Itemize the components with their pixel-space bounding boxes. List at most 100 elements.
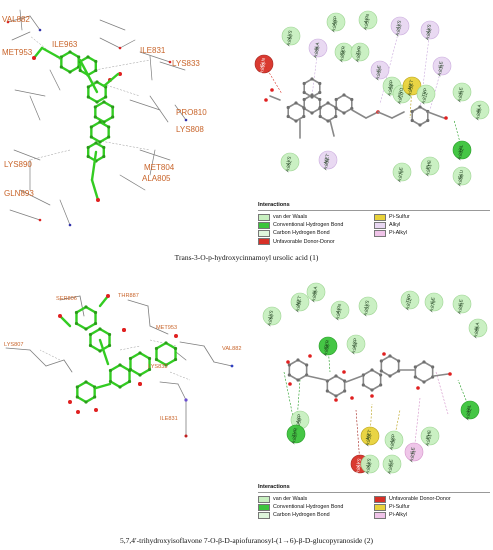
panel2-caption: 5,7,4′-trihydroxyisoflavone 7-O-β-D-apio…: [120, 536, 373, 545]
residue-label: ASP: [331, 16, 338, 26]
residue-tag: MET953: [156, 325, 177, 331]
residue-label: ALA: [313, 41, 320, 52]
residue-label: ILE: [375, 65, 382, 73]
legend-swatch: [258, 503, 270, 511]
residue-tag: LYS833: [172, 59, 200, 68]
residue-label: A:953: [407, 83, 415, 96]
residue-label: ILE: [409, 447, 416, 455]
residue-label: A:963: [375, 67, 383, 80]
residue-tag: MET804: [144, 163, 175, 172]
residue-label: A:961: [425, 163, 433, 176]
residue-tag: PRO810: [176, 108, 207, 117]
residue-label: SER: [323, 339, 330, 350]
residue-label: PHE: [425, 429, 432, 439]
residue-label: A:804: [295, 299, 303, 312]
residue-label: LYS: [363, 300, 370, 309]
legend-item-unfavorable: Unfavorable Donor-Donor: [374, 495, 490, 503]
legend-label: Unfavorable Donor-Donor: [273, 238, 335, 245]
legend-label: van der Waals: [273, 214, 308, 221]
legend-label: van der Waals: [273, 496, 308, 503]
residue-label: A:951: [335, 307, 343, 320]
residue-tag: VAL882: [2, 15, 30, 24]
residue-label: A:890: [286, 33, 294, 46]
residue-label: A:887: [355, 49, 363, 62]
residue-label: A:887: [291, 431, 299, 444]
legend-label: Alkyl: [389, 222, 401, 229]
residue-label: ASN: [363, 13, 370, 23]
residue-label: A:804: [323, 157, 331, 170]
residue-label: A:806: [339, 49, 347, 62]
residue-label: ASP: [387, 80, 394, 90]
legend-swatch: [374, 511, 386, 519]
panel2-legend: Interactions van der Waals Unfavorable Do…: [258, 484, 490, 520]
residue-label: VAL: [457, 144, 464, 154]
residue-label: A:953: [365, 433, 373, 446]
residue-label: ASP: [351, 338, 358, 348]
residue-label: MET: [295, 295, 302, 306]
legend-item-pialkyl: Pi-Alkyl: [374, 511, 490, 519]
residue-label: ILE: [457, 299, 464, 307]
legend-swatch: [258, 221, 270, 229]
residue-label: A:964: [351, 341, 359, 354]
legend-item-hbond: Conventional Hydrogen Bond: [258, 221, 374, 229]
residue-tag: ILE831: [140, 46, 166, 55]
residue-tag: ALA805: [142, 174, 171, 183]
residue-label: ALA: [473, 321, 480, 332]
legend-swatch: [258, 511, 270, 519]
residue-label: A:802: [285, 159, 293, 172]
residue-tag: ILE963: [52, 40, 78, 49]
legend-rule: [258, 492, 490, 493]
residue-label: LYS: [286, 30, 293, 39]
residue-tag: LYS833: [148, 364, 168, 370]
legend-item-pialkyl: Pi-Alkyl: [374, 229, 490, 237]
residue-label: ASP: [389, 434, 396, 444]
residue-label: A:831: [437, 63, 445, 76]
residue-label: A:879: [397, 169, 405, 182]
residue-label: ASN: [335, 303, 342, 313]
legend-swatch: [258, 213, 270, 221]
residue-label: A:805: [313, 45, 321, 58]
residue-label: A:808: [365, 461, 373, 474]
residue-label: TRP: [421, 88, 428, 98]
residue-label: A:836: [389, 437, 397, 450]
residue-tag: MET953: [2, 48, 33, 57]
legend-title: Interactions: [258, 202, 290, 208]
legend-title: Interactions: [258, 484, 290, 490]
legend-label: Pi-Sulfur: [389, 214, 410, 221]
residue-label: A:881: [457, 89, 465, 102]
legend-item-chbond: Carbon Hydrogen Bond: [258, 229, 374, 237]
legend-label: Pi-Sulfur: [389, 504, 410, 511]
residue-tag: LYS808: [176, 125, 204, 134]
panel1-caption: Trans-3-O-p-hydroxycinnamoyl ursolic aci…: [174, 253, 319, 262]
residue-label: LYS: [285, 156, 292, 165]
residue-label: A:879: [429, 299, 437, 312]
residue-label: A:893: [259, 61, 267, 74]
residue-label: ILE: [429, 297, 436, 305]
